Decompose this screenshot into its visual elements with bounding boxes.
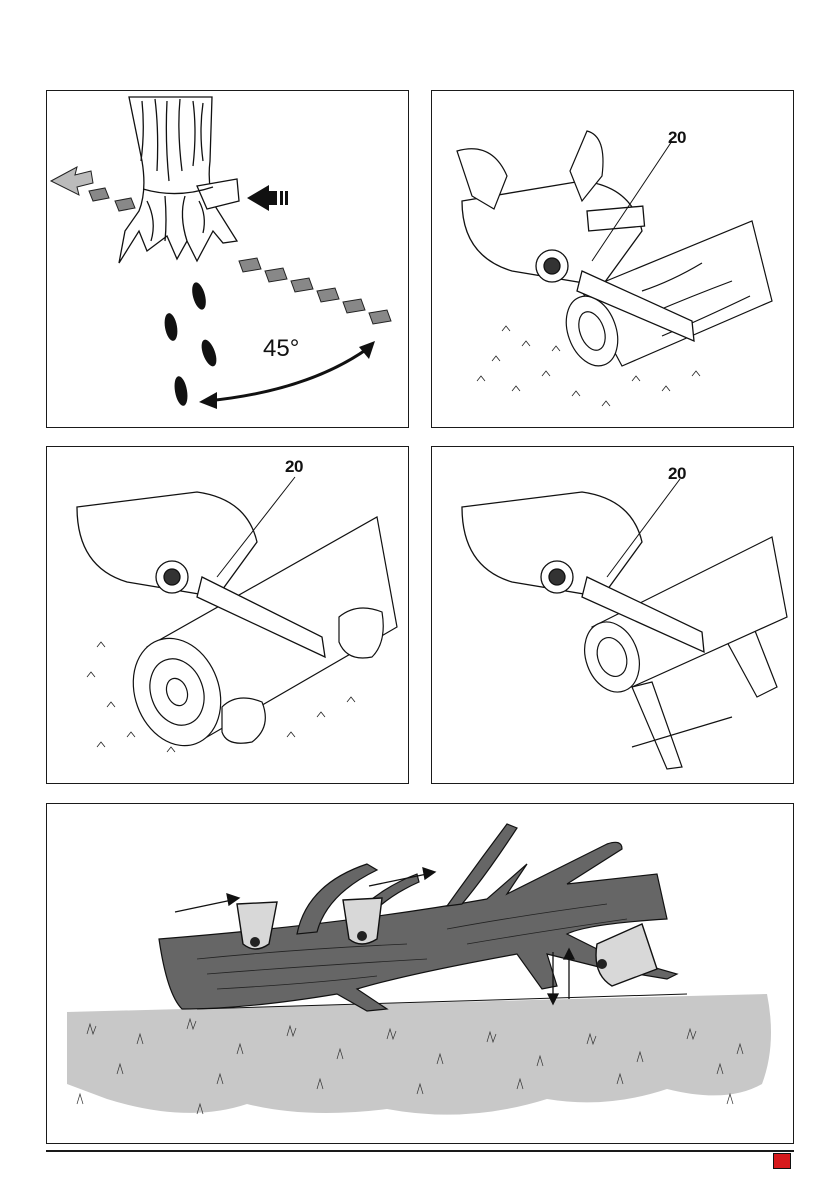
push-arrow-icon [247, 185, 288, 211]
figure-cutting-log-supported: 20 [46, 446, 409, 784]
figure-felling-tree: 45° [46, 90, 409, 428]
felling-direction-arrow-icon [51, 167, 93, 195]
grass-ground-icon [67, 994, 771, 1115]
angle-label: 45° [263, 335, 299, 363]
tree-stump-icon [119, 97, 239, 263]
chainsaw-sawhorse-drawing [432, 447, 794, 784]
figure-cutting-log-ground: 20 [431, 90, 794, 428]
fallen-log-icon [159, 824, 677, 1011]
fallen-tree-drawing [47, 804, 794, 1144]
page-marker [773, 1153, 791, 1169]
chainsaw-icon [462, 492, 704, 652]
callout-20: 20 [668, 128, 686, 148]
footer-rule [46, 1150, 794, 1152]
figure-cutting-fallen-tree [46, 803, 794, 1144]
chainsaw-log-support-drawing [47, 447, 409, 784]
callout-20: 20 [285, 457, 303, 477]
footprints-icon [163, 281, 220, 407]
chainsaw-log-drawing [432, 91, 794, 428]
callout-20: 20 [668, 464, 686, 484]
felling-tree-drawing [47, 91, 409, 428]
figure-cutting-sawhorse: 20 [431, 446, 794, 784]
